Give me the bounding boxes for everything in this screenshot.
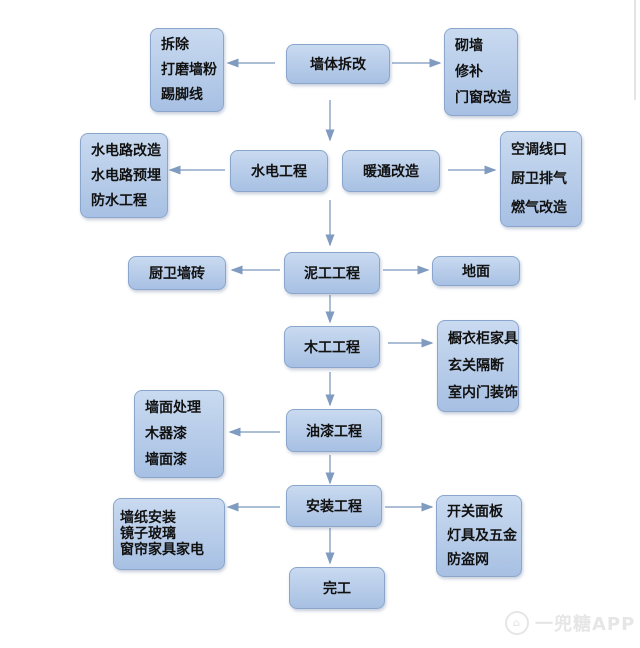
branch-item: 墙纸安装 [120, 510, 176, 526]
scrollbar[interactable] [634, 0, 636, 100]
step-masonry: 泥工工程 [284, 252, 380, 294]
branch-item: 墙面漆 [145, 452, 187, 468]
watermark: ⌂ 一兜糖APP [505, 610, 635, 636]
step-installation: 安装工程 [286, 485, 382, 527]
branch-item: 玄关隔断 [448, 357, 504, 374]
branch-item: 室内门装饰 [448, 385, 518, 402]
step-carpentry: 木工工程 [284, 326, 380, 368]
step-wall-demolition: 墙体拆改 [286, 44, 390, 84]
branch-item: 修补 [455, 64, 483, 80]
branch-masonry-left: 厨卫墙砖 [128, 256, 226, 290]
branch-item: 门窗改造 [455, 90, 511, 106]
branch-item: 灯具及五金 [447, 528, 517, 544]
branch-wall-left: 拆除 打磨墙粉 踢脚线 [150, 28, 224, 112]
branch-carpentry-right: 橱衣柜家具 玄关隔断 室内门装饰 [437, 320, 519, 412]
branch-item: 厨卫排气 [511, 170, 567, 187]
step-painting: 油漆工程 [286, 409, 382, 452]
branch-item: 燃气改造 [511, 199, 567, 216]
branch-install-right: 开关面板 灯具及五金 防盗网 [436, 495, 522, 577]
branch-plumbing-left: 水电路改造 水电路预埋 防水工程 [80, 133, 168, 218]
house-logo-icon: ⌂ [505, 611, 529, 635]
step-label: 墙体拆改 [310, 57, 366, 73]
branch-painting-left: 墙面处理 木器漆 墙面漆 [134, 390, 224, 478]
step-label: 油漆工程 [306, 423, 362, 440]
branch-wall-right: 砌墙 修补 门窗改造 [444, 28, 518, 116]
step-plumbing-electric: 水电工程 [230, 150, 328, 192]
branch-item: 墙面处理 [145, 400, 201, 416]
branch-item: 镜子玻璃 [120, 526, 176, 542]
branch-item: 水电路预埋 [91, 167, 161, 184]
branch-item: 防水工程 [91, 192, 147, 209]
step-label: 木工工程 [304, 340, 360, 356]
branch-item: 空调线口 [511, 142, 567, 159]
step-label: 水电工程 [251, 164, 307, 180]
branch-hvac-right: 空调线口 厨卫排气 燃气改造 [500, 131, 582, 227]
branch-item: 橱衣柜家具 [448, 330, 518, 347]
branch-item: 厨卫墙砖 [149, 266, 205, 282]
step-label: 安装工程 [306, 499, 362, 515]
branch-item: 木器漆 [145, 426, 187, 442]
branch-item: 开关面板 [447, 504, 503, 520]
step-hvac: 暖通改造 [342, 150, 440, 192]
branch-item: 防盗网 [447, 552, 489, 568]
branch-item: 打磨墙粉 [161, 61, 217, 78]
branch-install-left: 墙纸安装 镜子玻璃 窗帘家具家电 [113, 498, 225, 570]
branch-masonry-right: 地面 [432, 256, 520, 286]
branch-item: 砌墙 [455, 38, 483, 54]
watermark-text: 一兜糖APP [535, 614, 636, 635]
branch-item: 地面 [462, 264, 490, 280]
step-label: 完工 [323, 581, 351, 597]
step-label: 泥工工程 [304, 266, 360, 282]
branch-item: 踢脚线 [161, 86, 203, 103]
step-label: 暖通改造 [363, 164, 419, 180]
branch-item: 拆除 [161, 37, 189, 54]
step-complete: 完工 [289, 567, 385, 609]
branch-item: 窗帘家具家电 [120, 542, 204, 558]
branch-item: 水电路改造 [91, 142, 161, 159]
